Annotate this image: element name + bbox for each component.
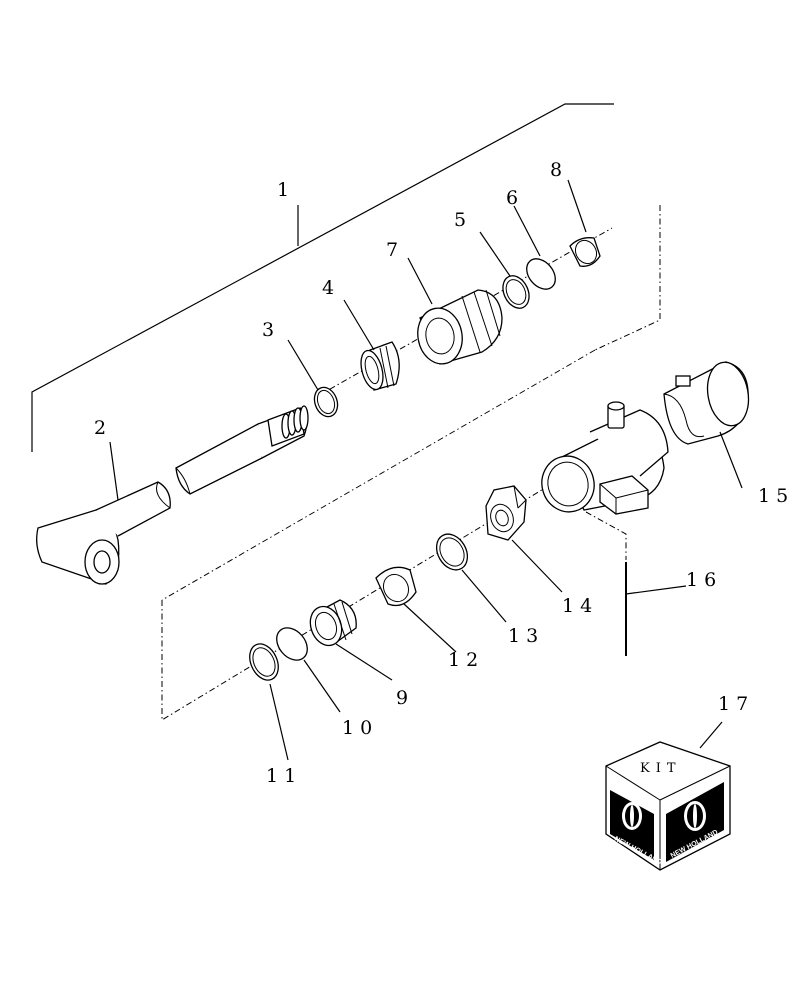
callout-16: 16 [686,569,722,591]
callout-6: 6 [506,187,524,209]
piston-part-7 [417,289,503,365]
leader-lines [109,179,743,761]
kit-label: KIT [640,761,682,776]
new-holland-logo-right [666,782,724,862]
ring-part-3 [313,386,339,418]
callout-2: 2 [94,417,112,439]
gland-part-9 [309,599,357,647]
callout-5: 5 [454,209,472,231]
cover-part-15 [663,361,750,445]
ring-part-5 [502,275,530,309]
callout-7: 7 [386,239,404,261]
threaded-nut-part-4 [360,341,400,391]
ring-part-13 [435,533,469,571]
callout-15: 15 [758,485,794,507]
callout-labels: 1 2 3 4 5 6 7 8 9 10 11 12 13 14 15 16 1… [94,159,794,787]
assembly-bracket [31,103,614,452]
callout-17: 17 [718,693,754,715]
split-bushing-part-12 [375,566,417,607]
split-bushing-part-8 [569,237,601,267]
cylinder-barrel [541,401,669,515]
callout-3: 3 [262,319,280,341]
new-holland-logo-left [610,790,654,860]
disc-part-10 [276,627,308,661]
callout-11: 11 [266,765,302,787]
callout-1: 1 [277,179,295,201]
callout-14: 14 [562,595,598,617]
callout-10: 10 [342,717,378,739]
callout-4: 4 [322,277,340,299]
ring-part-11 [249,643,279,681]
kit-box: KIT NEW HOLLAND NEW HOLLAND [605,741,731,871]
disc-part-6 [526,258,556,290]
callout-8: 8 [550,159,568,181]
callout-9: 9 [396,687,414,709]
piston-rod-part-2 [36,405,309,585]
callout-13: 13 [508,625,544,647]
callout-12: 12 [448,649,484,671]
hex-nut-part-14 [485,485,527,541]
